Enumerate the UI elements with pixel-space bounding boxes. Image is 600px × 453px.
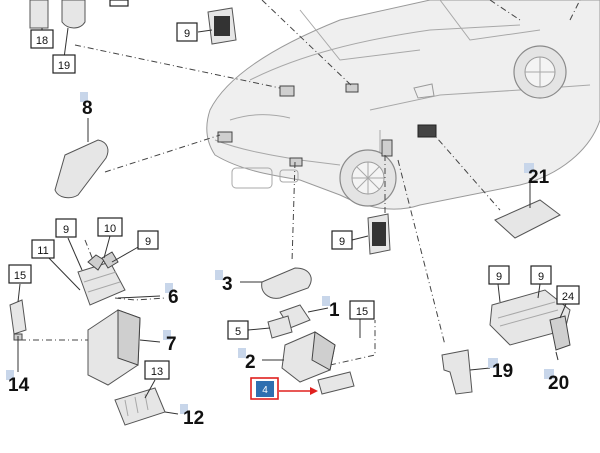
callout-9-fuse-right: 9 [137, 230, 159, 250]
callout-11: 11 [31, 239, 55, 259]
svg-text:15: 15 [356, 306, 368, 318]
part-bracket-top-left [29, 0, 129, 29]
svg-text:15: 15 [14, 270, 26, 282]
callout-4-highlighted[interactable]: 4 [250, 377, 279, 400]
part-module-9-top [207, 7, 237, 45]
callout-10: 10 [97, 217, 123, 237]
label-2: 2 [238, 348, 256, 373]
callout-9-mid: 9 [331, 230, 353, 250]
part-fuse-cluster [77, 251, 126, 306]
svg-text:20: 20 [548, 373, 569, 394]
part-module-9-mid [367, 213, 391, 255]
svg-text:9: 9 [145, 236, 151, 248]
label-6: 6 [165, 283, 179, 308]
svg-text:8: 8 [82, 98, 93, 119]
label-8: 8 [80, 92, 93, 119]
callout-19-top: 19 [52, 54, 76, 74]
callout-18: 18 [30, 29, 54, 49]
label-20: 20 [544, 369, 569, 394]
svg-text:7: 7 [166, 334, 177, 355]
part-connector-15-left [9, 299, 27, 341]
label-3: 3 [215, 270, 233, 295]
callout-13: 13 [144, 360, 170, 380]
callout-5: 5 [227, 320, 249, 340]
leader-lines [20, 0, 581, 366]
part-cover-8 [54, 139, 109, 199]
callout-15-left: 15 [8, 264, 32, 284]
svg-text:12: 12 [183, 408, 204, 429]
svg-text:24: 24 [562, 291, 574, 303]
svg-text:3: 3 [222, 274, 233, 295]
svg-text:9: 9 [339, 236, 345, 248]
part-module-21 [494, 199, 561, 239]
svg-text:19: 19 [58, 60, 70, 72]
label-7: 7 [163, 330, 177, 355]
highlight-arrow [279, 387, 318, 395]
callout-9-right-a: 9 [488, 265, 510, 285]
label-12: 12 [180, 404, 204, 429]
svg-text:11: 11 [37, 245, 48, 257]
svg-text:10: 10 [104, 223, 116, 235]
svg-text:13: 13 [151, 366, 163, 378]
label-1: 1 [322, 296, 340, 321]
svg-text:14: 14 [8, 375, 30, 396]
callout-9-fuse-left: 9 [55, 218, 77, 238]
svg-text:18: 18 [36, 35, 48, 47]
callout-15-mid: 15 [349, 300, 375, 320]
svg-text:9: 9 [184, 28, 190, 40]
callout-9-top: 9 [176, 22, 198, 42]
callout-24: 24 [556, 285, 580, 305]
car-illustration [206, 0, 600, 210]
label-14: 14 [6, 370, 30, 396]
part-sensor-4 [317, 371, 355, 395]
svg-text:2: 2 [245, 352, 256, 373]
svg-text:9: 9 [538, 271, 544, 283]
part-cover-3 [261, 267, 312, 299]
svg-text:9: 9 [496, 271, 502, 283]
callout-9-right-b: 9 [530, 265, 552, 285]
label-19-right: 19 [488, 358, 513, 382]
part-connector-12 [114, 387, 166, 426]
svg-text:21: 21 [528, 167, 550, 188]
part-bracket-19-right [441, 349, 473, 395]
label-21: 21 [524, 163, 550, 188]
solid-leaders [17, 27, 567, 415]
svg-text:9: 9 [63, 224, 69, 236]
svg-text:4: 4 [262, 385, 268, 396]
part-control-unit-right [489, 289, 571, 351]
svg-text:6: 6 [168, 287, 179, 308]
part-assembly-1-2-5 [267, 304, 336, 383]
svg-text:1: 1 [329, 300, 340, 321]
svg-text:19: 19 [492, 361, 513, 382]
part-box-7 [87, 309, 141, 386]
svg-text:5: 5 [235, 326, 241, 338]
